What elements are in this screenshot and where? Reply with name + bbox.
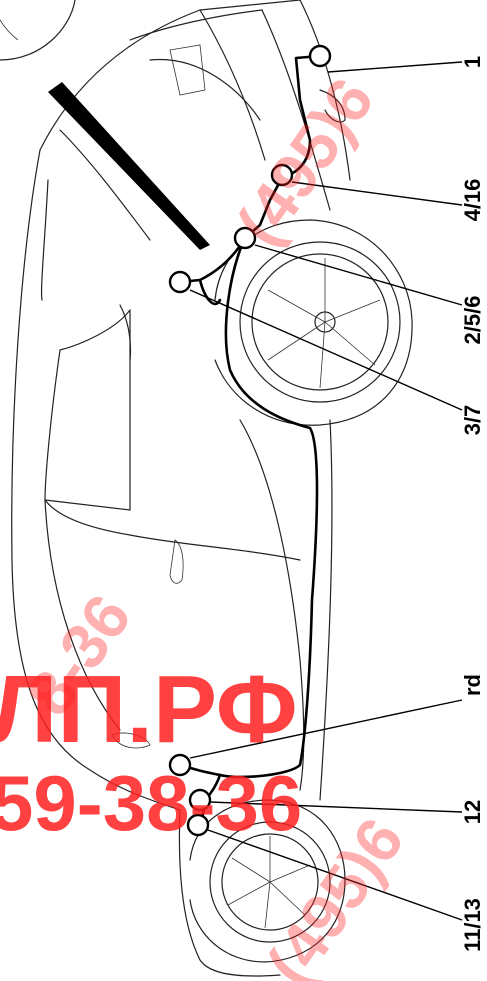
callout-label-11-13: 11/13 — [460, 898, 485, 952]
callout-label-3-7: 3/7 — [460, 405, 485, 436]
callout-labels: 1 4/16 2/5/6 3/7 rd 12 11/13 — [460, 56, 485, 952]
car-outline — [11, 0, 413, 977]
front-rim-spokes — [267, 258, 381, 389]
connector-3-7 — [168, 270, 192, 294]
detail-pointer — [0, 0, 210, 250]
connector-1 — [308, 44, 332, 68]
connector-12 — [188, 788, 212, 812]
callout-label-rd: rd — [460, 674, 485, 696]
callout-label-4-16: 4/16 — [460, 179, 485, 222]
connector-11-13 — [186, 813, 210, 837]
connector-2-5-6 — [233, 226, 257, 250]
connector-4-16 — [270, 163, 294, 187]
connectors — [168, 44, 332, 837]
callout-label-12: 12 — [460, 800, 485, 824]
callout-label-2-5-6: 2/5/6 — [460, 296, 485, 345]
rear-rim-spokes — [227, 836, 311, 929]
connector-rd — [168, 753, 192, 777]
watermark-diagonal-top: (495)6 — [222, 65, 387, 258]
callout-label-1: 1 — [460, 56, 485, 68]
watermark-line-1: ЛП.РФ — [0, 656, 298, 763]
watermark: (495)6 8-36 (495)6 ЛП.РФ 59-38-36 — [0, 65, 418, 981]
leader-lines — [189, 61, 463, 921]
watermark-line-2: 59-38-36 — [0, 759, 302, 847]
